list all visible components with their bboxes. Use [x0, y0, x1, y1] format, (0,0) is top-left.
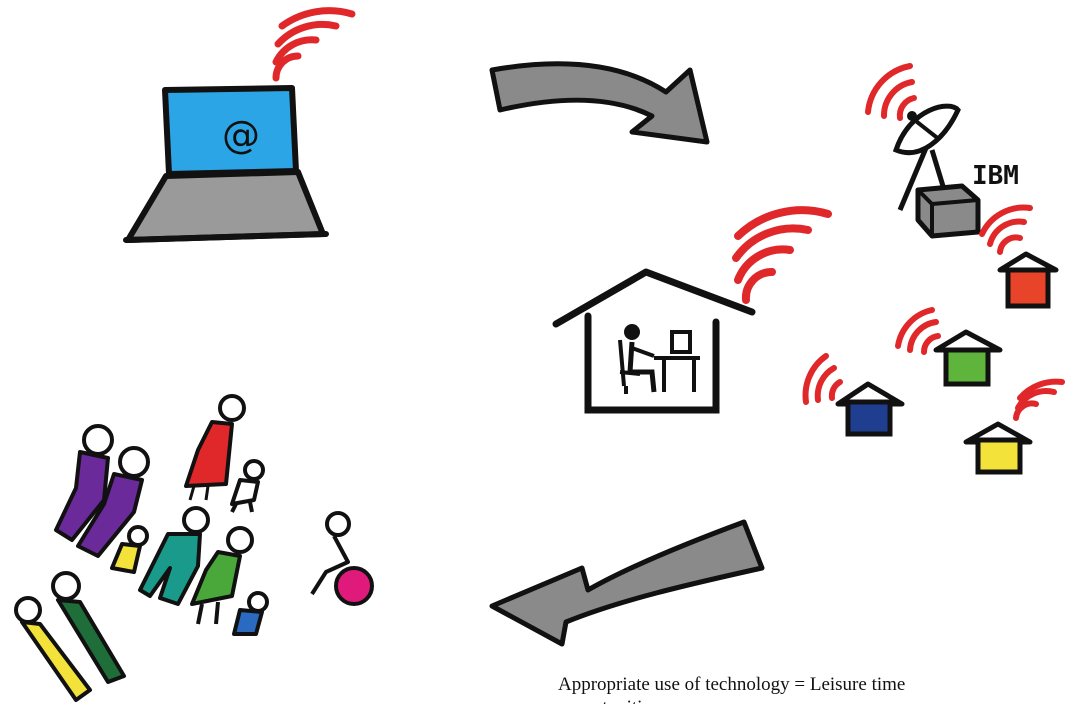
diagram-caption: Appropriate use of technology = Leisure … [558, 674, 906, 695]
person-child-outline-icon [230, 459, 265, 513]
people-group-illustration [14, 394, 374, 702]
arrow-left-icon [489, 519, 765, 647]
person-blue-child-icon [232, 591, 269, 636]
house-red-icon [979, 204, 1059, 309]
house-wifi-signal-icon [732, 206, 832, 304]
home-office-illustration [552, 206, 832, 414]
person-yellow-child-icon [110, 525, 149, 574]
diagram-caption-continued: opportunities [558, 697, 658, 704]
ibm-label: IBM [972, 161, 1019, 191]
at-sign-icon: @ [222, 113, 260, 157]
laptop-keyboard-base [125, 169, 326, 243]
person-teal-icon [138, 506, 210, 606]
dish-wifi-signal-icon [865, 63, 917, 121]
house-yellow-icon [963, 378, 1065, 475]
person-green-icon [190, 526, 254, 625]
person-yellow-icon [14, 596, 92, 702]
house-green-icon [895, 307, 1003, 387]
laptop-wifi-signal-icon [272, 7, 356, 82]
person-red-icon [184, 394, 246, 501]
laptop-illustration: @ [123, 7, 356, 243]
person-at-desk-icon [624, 324, 640, 340]
computer-monitor-icon [670, 330, 692, 354]
satellite-dish-illustration: IBM [865, 63, 1019, 239]
person-with-ball-icon [310, 511, 374, 606]
house-blue-icon [802, 353, 905, 437]
arrow-right-icon [489, 61, 710, 145]
person-purple-icon [54, 424, 150, 558]
person-darkgreen-icon [51, 571, 126, 684]
